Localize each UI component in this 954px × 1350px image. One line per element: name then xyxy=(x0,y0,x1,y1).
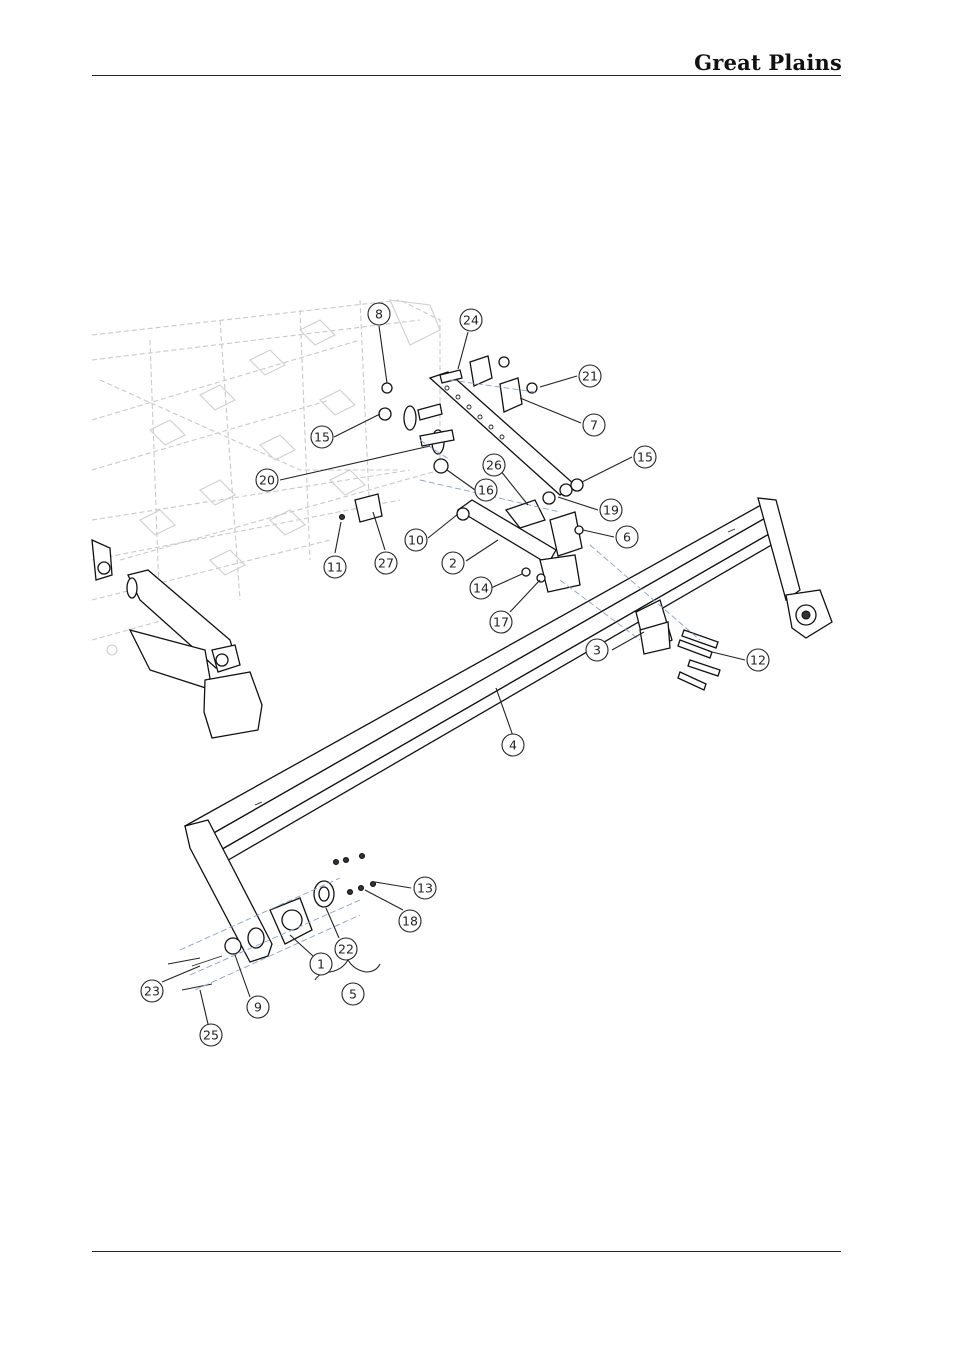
callout-1: 1 xyxy=(310,953,332,975)
callout-10-label: 10 xyxy=(408,533,424,548)
callout-11-label: 11 xyxy=(327,560,343,575)
callout-25-label: 25 xyxy=(203,1028,219,1043)
callout-21: 21 xyxy=(579,365,601,387)
callout-27-label: 27 xyxy=(378,556,394,571)
hardware-parts xyxy=(340,356,584,522)
callout-19: 19 xyxy=(600,499,622,521)
callout-7-label: 7 xyxy=(590,418,598,433)
callout-8-label: 8 xyxy=(375,307,383,322)
callout-26-label: 26 xyxy=(486,458,502,473)
callout-17: 17 xyxy=(490,611,512,633)
callout-27: 27 xyxy=(375,552,397,574)
callout-10: 10 xyxy=(405,529,427,551)
callout-25: 25 xyxy=(200,1024,222,1046)
callout-22-label: 22 xyxy=(338,942,354,957)
callout-21-label: 21 xyxy=(582,369,598,384)
callout-13-label: 13 xyxy=(417,881,433,896)
callout-19-label: 19 xyxy=(603,503,619,518)
callout-14: 14 xyxy=(470,577,492,599)
callout-16-label: 16 xyxy=(478,483,494,498)
callout-2: 2 xyxy=(442,552,464,574)
callout-15: 15 xyxy=(311,426,333,448)
callout-9: 9 xyxy=(247,996,269,1018)
callout-15-label: 15 xyxy=(314,430,330,445)
callout-14-label: 14 xyxy=(473,581,489,596)
callout-15: 15 xyxy=(634,446,656,468)
callout-5: 5 xyxy=(342,983,364,1005)
callout-7: 7 xyxy=(583,414,605,436)
callout-12: 12 xyxy=(747,649,769,671)
callout-5-label: 5 xyxy=(349,987,357,1002)
bracket-part-3 xyxy=(636,600,720,690)
callout-8: 8 xyxy=(368,303,390,325)
callout-6: 6 xyxy=(616,526,638,548)
callout-22: 22 xyxy=(335,938,357,960)
callout-16: 16 xyxy=(475,479,497,501)
callout-1-label: 1 xyxy=(317,957,325,972)
footer-rule xyxy=(92,1251,841,1252)
callout-4-label: 4 xyxy=(509,738,517,753)
callout-11: 11 xyxy=(324,556,346,578)
callout-18: 18 xyxy=(399,910,421,932)
callout-23-label: 23 xyxy=(144,984,160,999)
callout-17-label: 17 xyxy=(493,615,509,630)
callout-20: 20 xyxy=(256,469,278,491)
callout-15-label: 15 xyxy=(637,450,653,465)
callout-20-label: 20 xyxy=(259,473,275,488)
callout-18-label: 18 xyxy=(402,914,418,929)
callout-2-label: 2 xyxy=(449,556,457,571)
main-beam-part-4 xyxy=(185,498,832,962)
callout-12-label: 12 xyxy=(750,653,766,668)
callout-13: 13 xyxy=(414,877,436,899)
callout-3-label: 3 xyxy=(593,643,601,658)
callout-9-label: 9 xyxy=(254,1000,262,1015)
callout-26: 26 xyxy=(483,454,505,476)
callout-24: 24 xyxy=(460,309,482,331)
callout-23: 23 xyxy=(141,980,163,1002)
callout-24-label: 24 xyxy=(463,313,479,328)
callout-6-label: 6 xyxy=(623,530,631,545)
callout-4: 4 xyxy=(502,734,524,756)
callout-3: 3 xyxy=(586,639,608,661)
